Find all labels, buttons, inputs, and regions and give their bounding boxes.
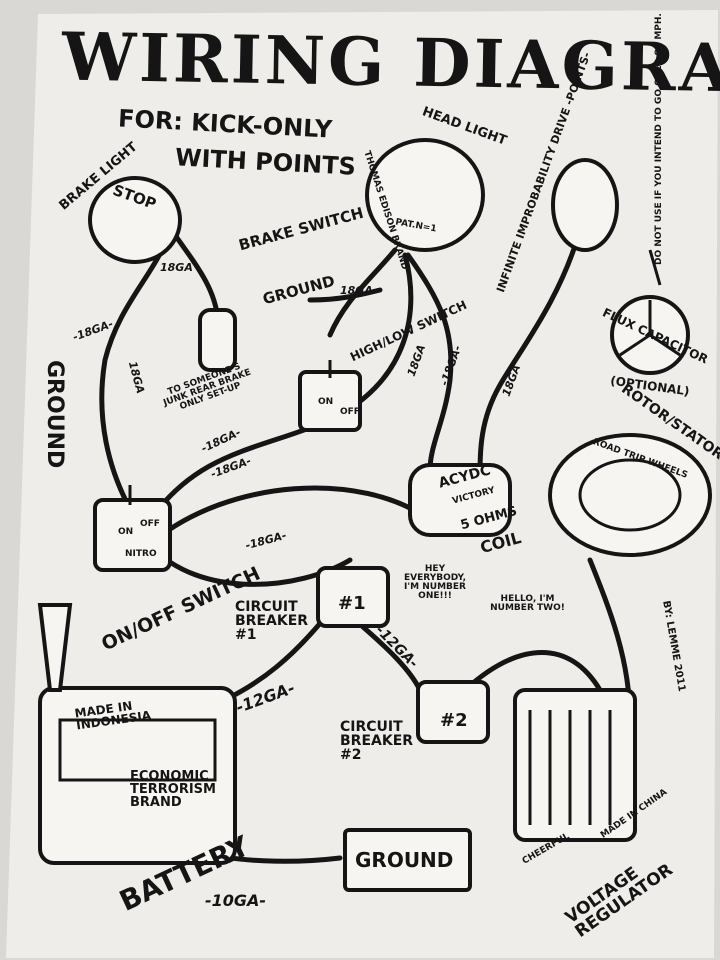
high-low-state-on: ON: [318, 397, 334, 407]
circuit-breaker-1-badge: #1: [338, 593, 366, 614]
wire-head-to-highlow: [327, 247, 398, 338]
circuit-breaker-2-badge: #2: [440, 710, 468, 731]
ground-box-label: GROUND: [355, 848, 454, 872]
voltage-regulator-icon: [513, 688, 637, 842]
regulator-fins: [528, 710, 612, 825]
on-off-mode: NITRO: [125, 549, 157, 559]
brake-light-icon: [88, 176, 182, 264]
wire-breaker1-to-breaker2: [352, 617, 423, 693]
wire-breaker2-to-regulator: [462, 650, 603, 693]
circuit-breaker-1-icon: [316, 566, 390, 628]
wire-gauge-6: 18GA: [340, 284, 373, 297]
wire-onoff-to-coil: [152, 485, 433, 543]
wire-brake-to-switch: [99, 225, 173, 508]
circuit-breaker-2-label: CIRCUIT BREAKER #2: [340, 719, 414, 763]
flux-arrow: [648, 249, 662, 286]
high-low-state-off: OFF: [340, 407, 360, 417]
ground-left-label: GROUND: [42, 360, 67, 469]
diagram-title: WIRING DIAGRAM: [61, 17, 720, 109]
wire-gauge-1: 18GA: [160, 261, 193, 274]
battery-top: [58, 718, 217, 782]
wire-head-to-coil: [405, 252, 454, 473]
battery-icon: [38, 686, 237, 865]
on-off-switch-icon: [93, 498, 172, 572]
stator-inner: [578, 458, 682, 532]
rotor-stator-icon: [548, 433, 712, 557]
head-light-icon: [365, 138, 485, 252]
bomb-icon: [37, 603, 73, 692]
brake-switch-icon: [198, 308, 237, 372]
points-icon: [551, 158, 619, 252]
wire-ground-to-head: [307, 287, 383, 303]
ground-box-icon: [343, 828, 472, 892]
on-off-state-off: OFF: [140, 519, 160, 529]
circuit-breaker-1-label: CIRCUIT BREAKER #1: [235, 599, 309, 643]
battery-brand: ECONOMIC TERRORISM BRAND: [130, 769, 216, 810]
circuit-breaker-1-speech: HEY EVERYBODY, I'M NUMBER ONE!!!: [404, 564, 466, 601]
coil-icon: [408, 463, 512, 537]
toggle-levers: [128, 360, 332, 505]
circuit-breaker-2-speech: HELLO, I'M NUMBER TWO!: [490, 594, 565, 613]
flux-capacitor-y: [619, 300, 681, 357]
on-off-state-on: ON: [118, 527, 134, 537]
warning-note: DO NOT USE IF YOU INTEND TO GO OVER 88 M…: [654, 13, 664, 265]
wire-gauge-13: -10GA-: [205, 891, 267, 910]
wire-points-to-coil: [477, 227, 583, 483]
circuit-breaker-2-icon: [416, 680, 490, 744]
